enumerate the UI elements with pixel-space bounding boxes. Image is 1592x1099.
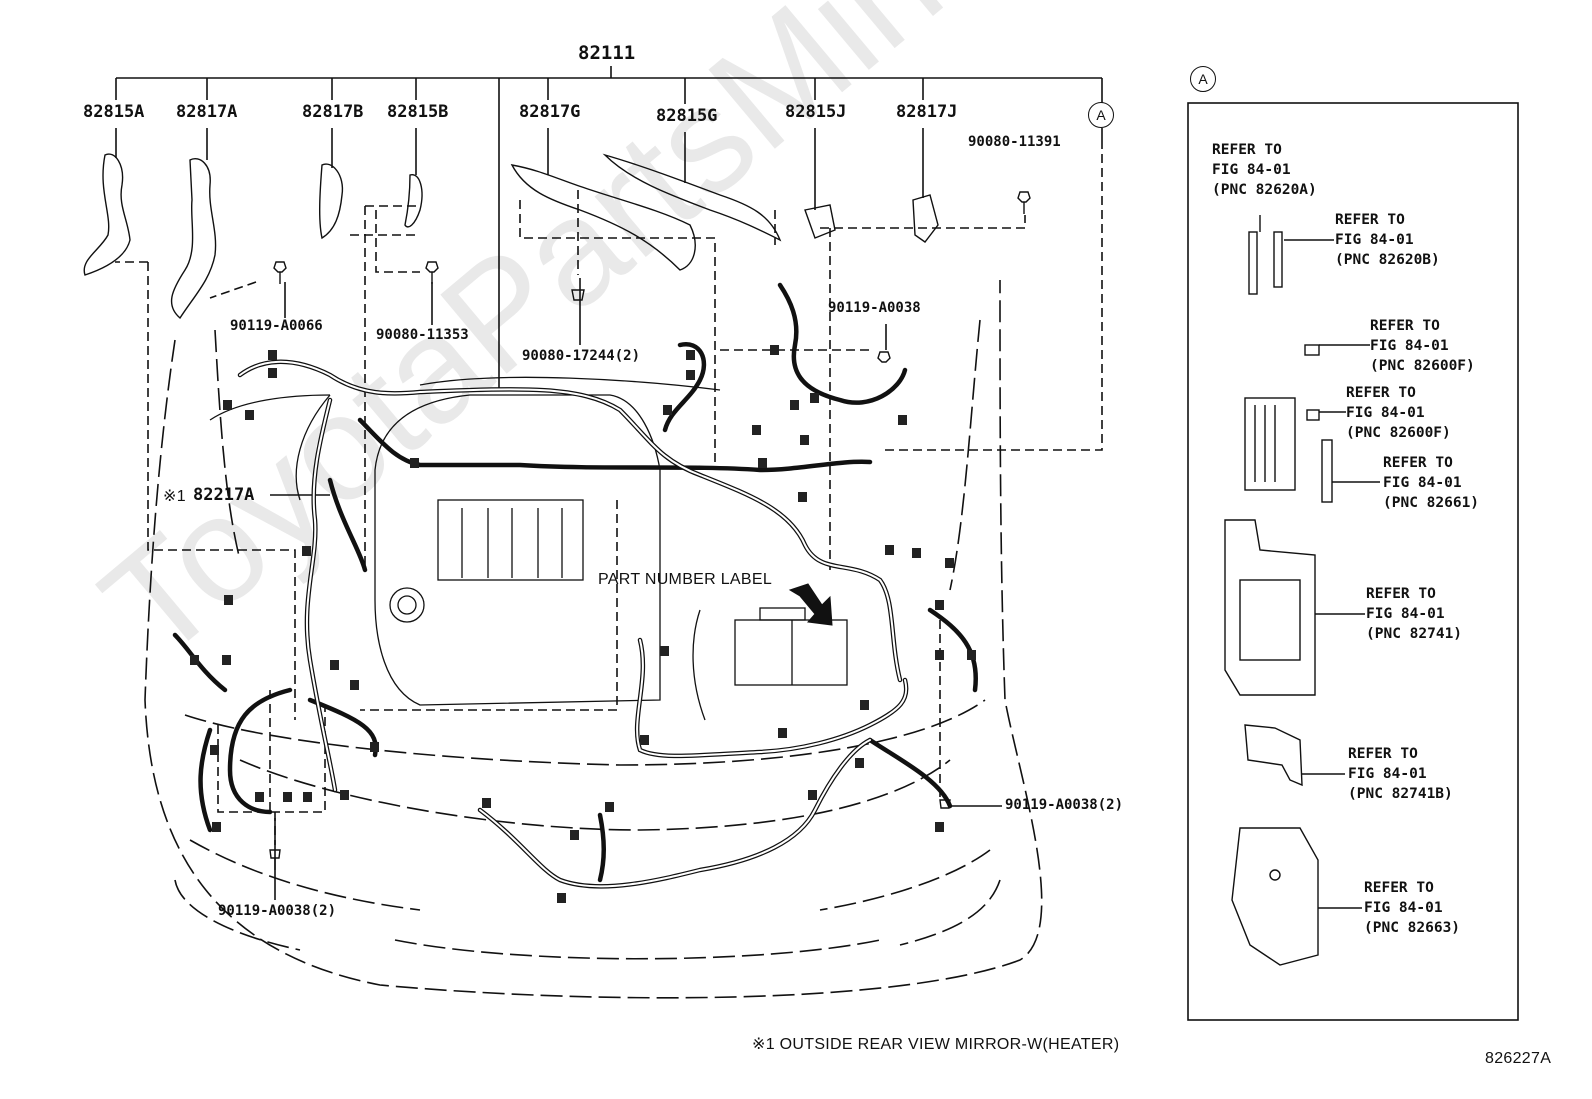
label-arrow (788, 583, 833, 626)
main-part-number: 82111 (578, 42, 636, 64)
battery-area (692, 607, 848, 721)
engine-cover (209, 376, 721, 706)
part-82815G: 82815G (656, 106, 718, 126)
footnote: ※1 OUTSIDE REAR VIEW MIRROR-W(HEATER) (752, 1036, 1120, 1053)
fastener-90080-17244: 90080-17244(2) (522, 348, 641, 364)
part-82817J: 82817J (896, 102, 958, 122)
part-82815J: 82815J (785, 102, 847, 122)
fastener-90080-11353: 90080-11353 (376, 327, 469, 343)
dashed-assembly-lines (115, 140, 1103, 845)
part-82217A: 82217A (193, 485, 255, 505)
fastener-90119-A0066: 90119-A0066 (230, 318, 323, 334)
fastener-90080-11391: 90080-11391 (968, 134, 1061, 150)
vehicle-outline (144, 279, 1043, 999)
inset-components (1224, 215, 1380, 966)
main-part-bracket (115, 66, 1103, 388)
part-leader-lines (115, 128, 1103, 900)
inset-view-a-marker: A (1190, 66, 1216, 92)
diagram-id: 826227A (1485, 1050, 1552, 1067)
part-82817G: 82817G (519, 102, 581, 122)
fastener-90119-A0038: 90119-A0038 (828, 300, 921, 316)
inset-panel-border (1187, 102, 1519, 1021)
view-a-circle-marker: A (1088, 102, 1114, 128)
part-number-label-callout: PART NUMBER LABEL (598, 571, 773, 588)
harness-connectors (190, 345, 976, 903)
part-82817B: 82817B (302, 102, 364, 122)
fastener-90119-A0038-left: 90119-A0038(2) (218, 903, 337, 919)
harness-wires-inner (239, 360, 908, 888)
bolts (269, 191, 1031, 870)
fastener-90119-A0038-right: 90119-A0038(2) (1005, 797, 1124, 813)
part-82817A: 82817A (176, 102, 238, 122)
part-82815A: 82815A (83, 102, 145, 122)
protector-parts (83, 153, 939, 320)
part-82815B: 82815B (387, 102, 449, 122)
note-mark: ※1 (163, 488, 186, 505)
